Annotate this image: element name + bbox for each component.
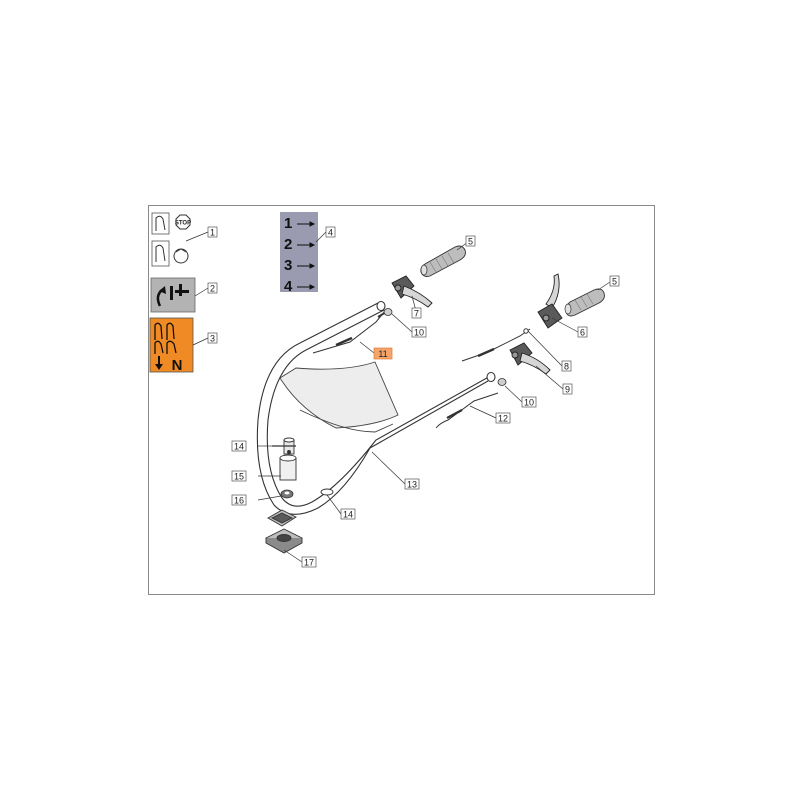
stop-sign-text: STOP [175,221,191,227]
callout-12: 12 [498,414,508,424]
callout-1: 1 [210,228,215,238]
callout-5-left: 5 [468,237,473,247]
callout-9: 9 [565,385,570,395]
handlebar-plate [279,361,399,433]
callout-7: 7 [414,309,419,319]
brake-lever-9 [509,342,551,375]
callout-14-bottom: 14 [343,510,353,520]
neutral-label: N [172,357,183,374]
callout-16: 16 [234,496,244,506]
callout-3: 3 [210,334,215,344]
cable-12 [435,392,499,429]
callout-4: 4 [328,228,333,238]
gear-number-panel: 1 2 3 4 [280,212,318,295]
support-column [272,437,297,481]
handlebar-tube [256,300,496,515]
diagram-frame [148,205,655,595]
callout-labels: 1 2 3 4 5 5 6 7 8 9 10 10 11 12 13 14 14… [210,228,617,568]
callout-8: 8 [564,362,569,372]
callout-13: 13 [407,480,417,490]
fitting-10-right [497,378,507,386]
callout-2: 2 [210,284,215,294]
callout-6: 6 [580,328,585,338]
callout-10-left: 10 [414,328,424,338]
gear-shift-icon [150,277,196,313]
leader-lines [185,231,611,563]
callout-17: 17 [304,558,314,568]
callout-11: 11 [378,349,387,359]
gear-label-2: 2 [284,236,292,253]
stop-control-icon: STOP [151,212,191,267]
callout-10-right: 10 [524,398,534,408]
callout-15: 15 [234,472,244,482]
brake-lever-7 [391,275,433,308]
clamp-upper [267,509,297,527]
hand-grip-right [564,288,605,317]
gear-label-3: 3 [284,257,292,274]
gear-label-1: 1 [284,215,292,232]
neutral-lever-icon: N [149,317,194,374]
callouts [207,226,620,568]
collar-14 [320,488,334,496]
callout-5-right: 5 [612,277,617,287]
throttle-control-6 [537,273,563,329]
callout-14-top: 14 [234,442,244,452]
clamp-base-17 [265,528,303,554]
fitting-10-left [383,308,393,316]
hand-grip-left [420,245,466,277]
gear-label-4: 4 [284,278,293,295]
washer-16 [280,489,294,499]
